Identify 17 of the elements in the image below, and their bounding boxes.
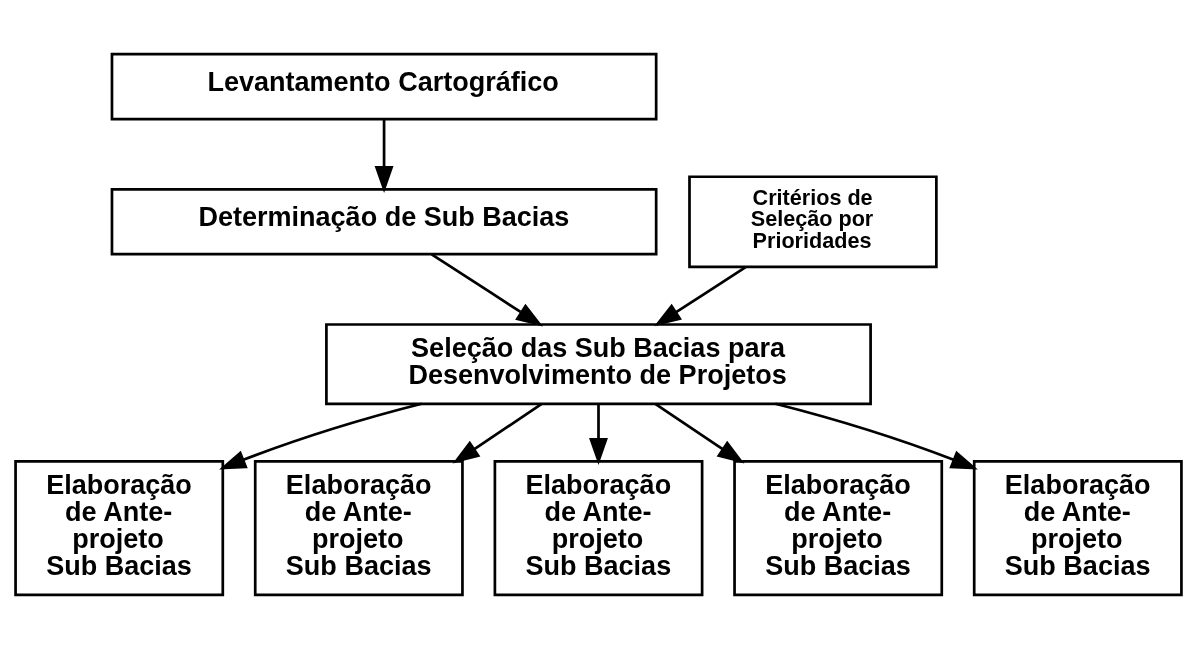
arrow	[452, 402, 543, 464]
arrow	[374, 119, 394, 193]
arrow	[589, 403, 608, 465]
node-box: Elaboração de Ante- projeto Sub Bacias	[493, 459, 704, 596]
node-box: Elaboração de Ante- projeto Sub Bacias	[733, 459, 944, 596]
node-box: Seleção das Sub Bacias para Desenvolvimento de Projetos	[325, 322, 872, 405]
arrow	[654, 265, 747, 326]
node-box: Elaboração de Ante- projeto Sub Bacias	[253, 459, 464, 596]
arrow	[219, 402, 422, 469]
arrow	[654, 402, 745, 464]
node-box: Critérios de Seleção por Prioridades	[688, 174, 938, 268]
arrow	[430, 252, 543, 326]
arrow	[775, 402, 978, 469]
node-box: Elaboração de Ante- projeto Sub Bacias	[972, 459, 1183, 596]
node-box: Levantamento Cartográfico	[110, 52, 658, 120]
node-box: Elaboração de Ante- projeto Sub Bacias	[14, 459, 225, 596]
node-box: Determinação de Sub Bacias	[110, 187, 658, 256]
